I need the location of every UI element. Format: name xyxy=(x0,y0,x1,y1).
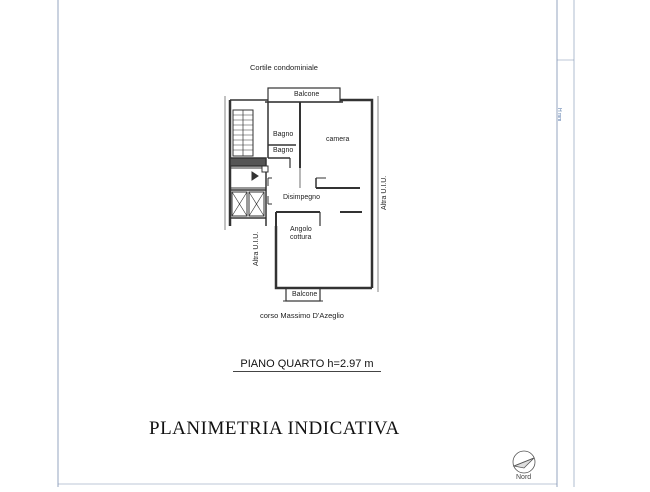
camera-label: camera xyxy=(326,136,350,143)
angolo-cottura-label-1: Angolo xyxy=(290,226,312,233)
balcony-top xyxy=(265,87,343,103)
balcony-bottom-label: Balcone xyxy=(292,291,318,298)
sheet-title: PLANIMETRIA INDICATIVA xyxy=(149,418,400,439)
courtyard-label: Cortile condominiale xyxy=(250,63,318,72)
balcony-bottom xyxy=(283,287,323,302)
bagno-2-label: Bagno xyxy=(273,147,294,154)
bagno-1-label: Bagno xyxy=(273,131,294,138)
angolo-cottura-label-2: cottura xyxy=(290,234,312,241)
balcony-top-label: Balcone xyxy=(294,91,320,98)
floor-info: PIANO QUARTO h=2.97 m xyxy=(233,357,381,372)
compass-label: Nord xyxy=(516,474,532,481)
side-note: H mm xyxy=(556,108,562,122)
altra-uiu-left-label: Altra U.I.U. xyxy=(253,231,260,266)
altra-uiu-right-label: Altra U.I.U. xyxy=(381,175,388,210)
disimpegno-label: Disimpegno xyxy=(283,194,320,201)
street-label: corso Massimo D'Azeglio xyxy=(260,311,344,320)
lift-shafts xyxy=(229,165,269,226)
interior-walls xyxy=(267,102,362,226)
staircase xyxy=(229,109,267,167)
north-compass-icon xyxy=(512,450,536,474)
